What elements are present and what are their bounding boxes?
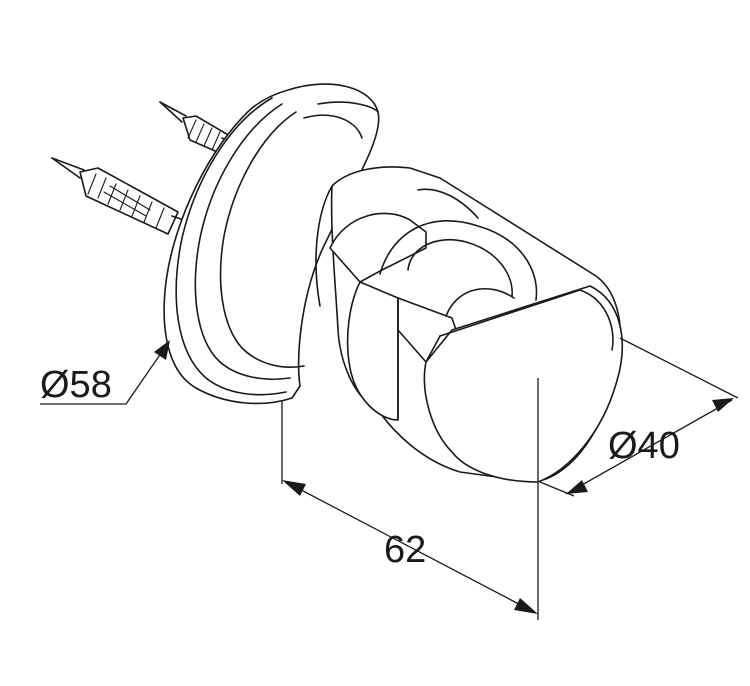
holder-front-face [423, 285, 623, 483]
projection-length-label: 62 [384, 529, 426, 571]
rosette-flange [163, 83, 380, 405]
holder-diameter-label: Ø40 [608, 425, 680, 467]
lower-screw-with-anchor [51, 157, 185, 235]
dimension-holder-diameter: Ø40 [539, 337, 739, 497]
dimension-rosette-diameter: Ø58 [40, 340, 170, 406]
rosette-diameter-label: Ø58 [40, 364, 112, 406]
dimension-projection-length: 62 [281, 378, 539, 620]
